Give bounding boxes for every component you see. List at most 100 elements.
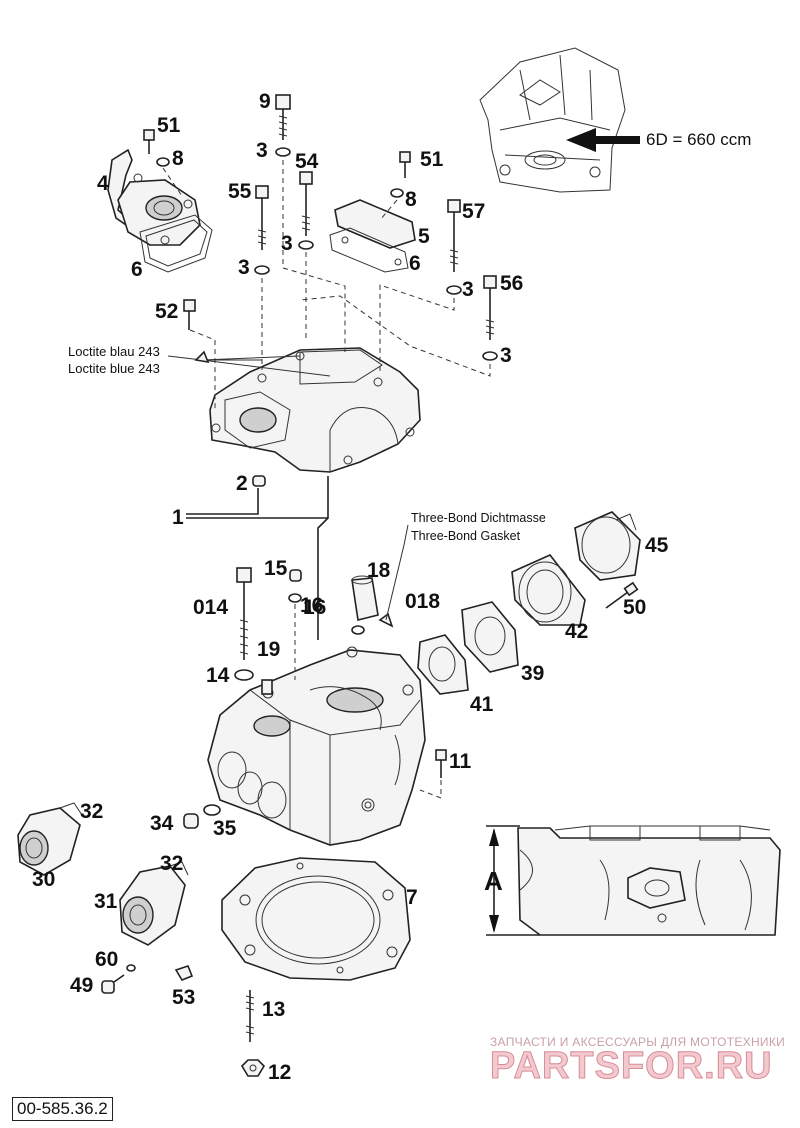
plug-2	[252, 475, 266, 487]
bolt-51-right	[399, 151, 411, 178]
displacement-note: 6D = 660 ccm	[646, 130, 751, 149]
dimension-label: A	[484, 866, 503, 896]
callout: 32	[160, 852, 183, 875]
callout: 2	[236, 472, 248, 495]
callout: 3	[238, 256, 250, 279]
threebond-note-en: Three-Bond Gasket	[411, 529, 521, 543]
dimension-a-arrow	[486, 825, 540, 936]
bolt-51-left	[143, 129, 155, 154]
watermark-tagline: ЗАПЧАСТИ И АКСЕССУАРЫ ДЛЯ МОТОТЕХНИКИ	[490, 1035, 785, 1049]
stud-13	[245, 990, 255, 1042]
callout: 8	[405, 188, 417, 211]
bolt-9	[275, 94, 291, 140]
washers	[156, 147, 498, 361]
dimension-view-head	[517, 825, 781, 936]
callout: 9	[259, 90, 271, 113]
head-gasket-7	[221, 857, 411, 981]
valve-cover	[209, 347, 421, 473]
loctite-note-en: Loctite blue 243	[68, 361, 160, 376]
callout: 3	[500, 344, 512, 367]
threebond-leader	[385, 524, 409, 621]
screw-49-washer-60	[101, 964, 136, 994]
flange-39	[461, 601, 519, 673]
callouts: 9 51 8 4 6 3 54 55 3 3 51 8 57 5 6 3 56 …	[32, 90, 669, 1084]
callout: 8	[172, 147, 184, 170]
screw-50	[605, 581, 639, 609]
callout: 51	[157, 114, 181, 137]
screw-11	[435, 749, 447, 778]
engine-inset-drawing	[479, 47, 626, 193]
callout: 14	[206, 664, 230, 687]
callout: 12	[268, 1061, 291, 1084]
clamp-45	[574, 511, 641, 581]
assembly-lines-top	[162, 160, 491, 410]
bolt-52	[183, 299, 196, 330]
callout: 45	[645, 534, 669, 557]
callout: 16	[303, 596, 326, 619]
assembly-line-11	[419, 780, 442, 799]
thermostat-gasket	[139, 214, 213, 273]
callout: 57	[462, 200, 485, 223]
nut-12	[240, 1059, 266, 1077]
callout: 15	[264, 557, 288, 580]
leader-part-1	[186, 476, 329, 640]
callout: 19	[257, 638, 280, 661]
callout: 52	[155, 300, 178, 323]
gasket-41	[417, 634, 469, 695]
callout: 54	[295, 150, 319, 173]
callout: 50	[623, 596, 646, 619]
watermark: ЗАПЧАСТИ И АКСЕССУАРЫ ДЛЯ МОТОТЕХНИКИ PA…	[490, 1035, 785, 1088]
callout: 3	[281, 232, 293, 255]
seal-16	[288, 593, 302, 603]
callout: 51	[420, 148, 444, 171]
callout: 18	[367, 559, 391, 582]
loctite-note-de: Loctite blau 243	[68, 344, 160, 359]
callout: 018	[405, 590, 440, 613]
callout: 35	[213, 817, 237, 840]
callout: 41	[470, 693, 494, 716]
dowel-19	[261, 679, 273, 695]
callout: 53	[172, 986, 195, 1009]
callout: 55	[228, 180, 252, 203]
callout: 32	[80, 800, 103, 823]
bolt-55	[255, 185, 269, 250]
callout: 31	[94, 890, 118, 913]
intake-boot-42	[511, 554, 586, 626]
callout: 49	[70, 974, 93, 997]
callout: 56	[500, 272, 523, 295]
watermark-brand: PARTSFOR.RU	[490, 1045, 773, 1087]
washer-14	[234, 669, 254, 681]
callout: 5	[418, 225, 430, 248]
clip-53	[174, 965, 194, 981]
callout: 6	[409, 252, 421, 275]
threebond-note-de: Three-Bond Dichtmasse	[411, 511, 546, 525]
callout: 13	[262, 998, 285, 1021]
bolt-57	[447, 199, 461, 272]
callout: 16	[300, 594, 323, 617]
sleeve-18	[351, 575, 379, 621]
flange-30-32	[17, 802, 83, 876]
thermostat-housing	[107, 148, 201, 246]
displacement-arrow	[566, 128, 640, 152]
callout: 42	[565, 620, 588, 643]
loctite-leaders	[167, 350, 331, 377]
drawing-code: 00-585.36.2	[12, 1097, 113, 1121]
callout: 4	[97, 172, 109, 195]
callout: 30	[32, 868, 55, 891]
flange-31-32	[119, 861, 189, 946]
callout: 3	[256, 139, 268, 162]
callout: 39	[521, 662, 544, 685]
callout: 3	[462, 278, 474, 301]
cover-gasket-right	[329, 199, 416, 273]
stud-014	[236, 567, 252, 660]
callout: 7	[406, 886, 418, 909]
plug-15	[289, 569, 302, 582]
plug-34-oring-35	[183, 804, 221, 829]
bolt-56	[483, 275, 497, 340]
callout: 6	[131, 258, 143, 281]
callout: 60	[95, 948, 118, 971]
callout: 11	[449, 750, 472, 773]
cylinder-head	[207, 646, 426, 846]
callout: 014	[193, 596, 228, 619]
